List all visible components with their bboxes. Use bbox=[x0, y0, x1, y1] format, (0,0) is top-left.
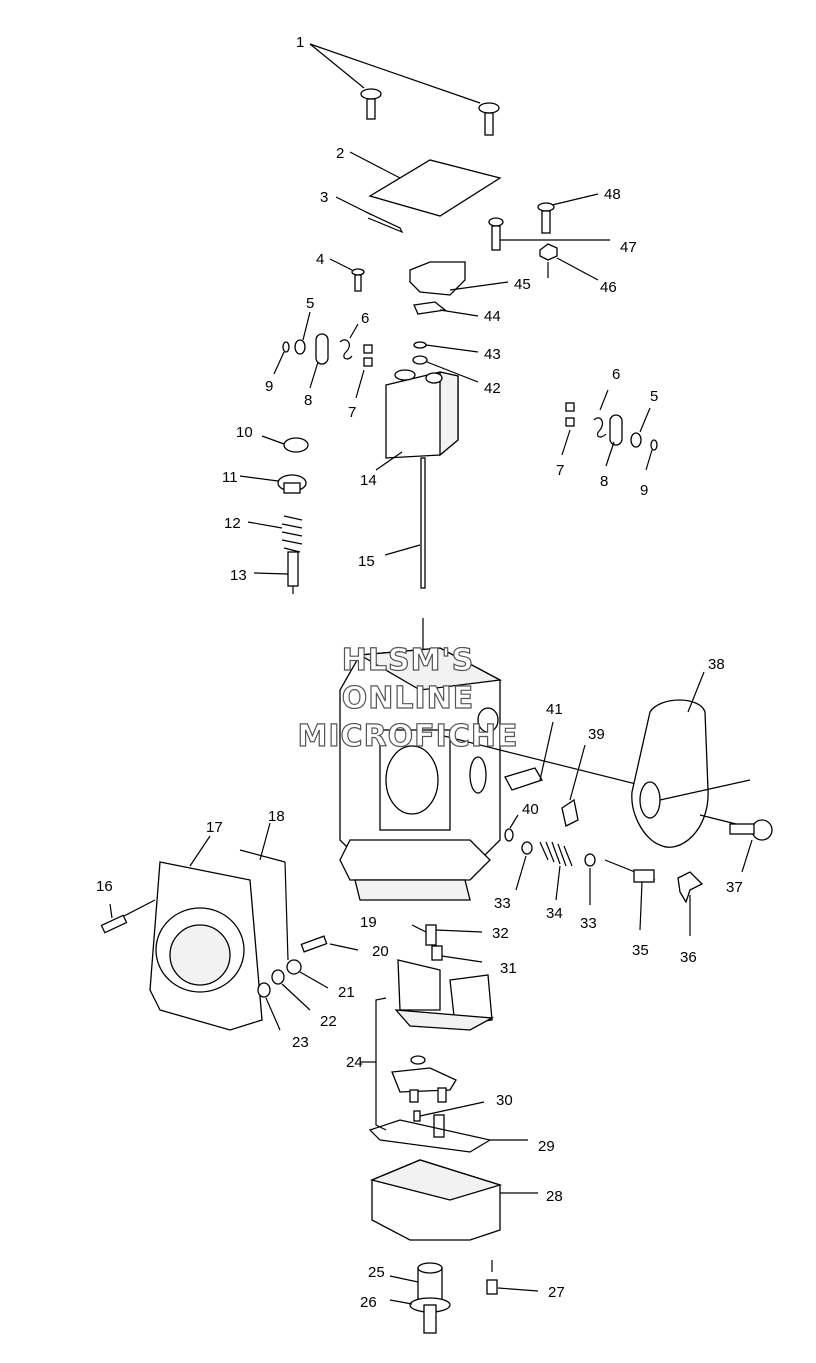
callout-5-right: 5 bbox=[650, 388, 658, 405]
callout-25: 25 bbox=[368, 1264, 385, 1281]
callout-7-left: 7 bbox=[348, 404, 356, 421]
callout-22: 22 bbox=[320, 1013, 337, 1030]
callout-48: 48 bbox=[604, 186, 621, 203]
part-37-screw bbox=[699, 814, 773, 873]
callout-labels: 1 2 3 4 5 6 9 8 7 10 11 12 13 14 15 16 1… bbox=[96, 34, 743, 1311]
part-15-rod bbox=[384, 457, 426, 650]
callout-23: 23 bbox=[292, 1034, 309, 1051]
part-3-gasket bbox=[335, 196, 404, 234]
part-42-43-rings bbox=[412, 341, 479, 383]
callout-15: 15 bbox=[358, 553, 375, 570]
callout-34: 34 bbox=[546, 905, 563, 922]
callout-30: 30 bbox=[496, 1092, 513, 1109]
callout-43: 43 bbox=[484, 346, 501, 363]
part-28-bowl bbox=[369, 1159, 538, 1241]
parts-16-18-intake-plate bbox=[100, 822, 289, 1031]
callout-1: 1 bbox=[296, 34, 304, 51]
callout-38: 38 bbox=[708, 656, 725, 673]
callout-8-left: 8 bbox=[304, 392, 312, 409]
callout-31: 31 bbox=[500, 960, 517, 977]
parts-39-41 bbox=[504, 721, 586, 842]
part-1-screws bbox=[309, 43, 500, 136]
callout-47: 47 bbox=[620, 239, 637, 256]
parts-25-27-drain bbox=[389, 1260, 539, 1334]
part-14-slide bbox=[375, 369, 459, 471]
callout-6-left: 6 bbox=[361, 310, 369, 327]
callout-44: 44 bbox=[484, 308, 501, 325]
callout-2: 2 bbox=[336, 145, 344, 162]
left-linkage-parts bbox=[273, 311, 373, 399]
callout-3: 3 bbox=[320, 189, 328, 206]
part-45-bracket bbox=[409, 261, 509, 317]
callout-9-left: 9 bbox=[265, 378, 273, 395]
part-24-float-assembly bbox=[360, 959, 495, 1138]
callout-17: 17 bbox=[206, 819, 223, 836]
callout-13: 13 bbox=[230, 567, 247, 584]
parts-10-13-stack bbox=[239, 435, 309, 594]
callout-19: 19 bbox=[360, 914, 377, 931]
callout-14: 14 bbox=[360, 472, 377, 489]
callout-7-right: 7 bbox=[556, 462, 564, 479]
callout-29: 29 bbox=[538, 1138, 555, 1155]
callout-46: 46 bbox=[600, 279, 617, 296]
callout-26: 26 bbox=[360, 1294, 377, 1311]
callout-45: 45 bbox=[514, 276, 531, 293]
part-4-screw bbox=[329, 258, 365, 292]
callout-12: 12 bbox=[224, 515, 241, 532]
callout-37: 37 bbox=[726, 879, 743, 896]
parts-19-23-small-jets bbox=[257, 924, 483, 1031]
callout-6-right: 6 bbox=[612, 366, 620, 383]
watermark-line-1: HLSM'S bbox=[342, 643, 474, 678]
callout-24: 24 bbox=[346, 1054, 363, 1071]
callout-33-right: 33 bbox=[580, 915, 597, 932]
parts-33-36-mixture bbox=[515, 841, 704, 936]
part-38-housing bbox=[631, 671, 751, 848]
callout-41: 41 bbox=[546, 701, 563, 718]
callout-28: 28 bbox=[546, 1188, 563, 1205]
callout-11: 11 bbox=[222, 469, 238, 486]
watermark-line-2: ONLINE bbox=[342, 681, 475, 716]
callout-32: 32 bbox=[492, 925, 509, 942]
callout-8-right: 8 bbox=[600, 473, 608, 490]
callout-36: 36 bbox=[680, 949, 697, 966]
part-2-plate bbox=[349, 151, 502, 217]
watermark: HLSM'S ONLINE MICROFICHE bbox=[297, 642, 519, 754]
callout-39: 39 bbox=[588, 726, 605, 743]
callout-4: 4 bbox=[316, 251, 324, 268]
callout-33-left: 33 bbox=[494, 895, 511, 912]
part-29-gasket bbox=[368, 1119, 528, 1153]
right-linkage-parts bbox=[561, 389, 658, 471]
callout-20: 20 bbox=[372, 943, 389, 960]
callout-40: 40 bbox=[522, 801, 539, 818]
callout-27: 27 bbox=[548, 1284, 565, 1301]
callout-18: 18 bbox=[268, 808, 285, 825]
watermark-line-3: MICROFICHE bbox=[298, 719, 519, 754]
callout-10: 10 bbox=[236, 424, 253, 441]
callout-5-left: 5 bbox=[306, 295, 314, 312]
carburetor-body bbox=[339, 647, 641, 901]
callout-21: 21 bbox=[338, 984, 355, 1001]
callout-9-right: 9 bbox=[640, 482, 648, 499]
callout-16: 16 bbox=[96, 878, 113, 895]
part-46-47-48-fasteners bbox=[488, 193, 610, 281]
callout-35: 35 bbox=[632, 942, 649, 959]
callout-42: 42 bbox=[484, 380, 501, 397]
